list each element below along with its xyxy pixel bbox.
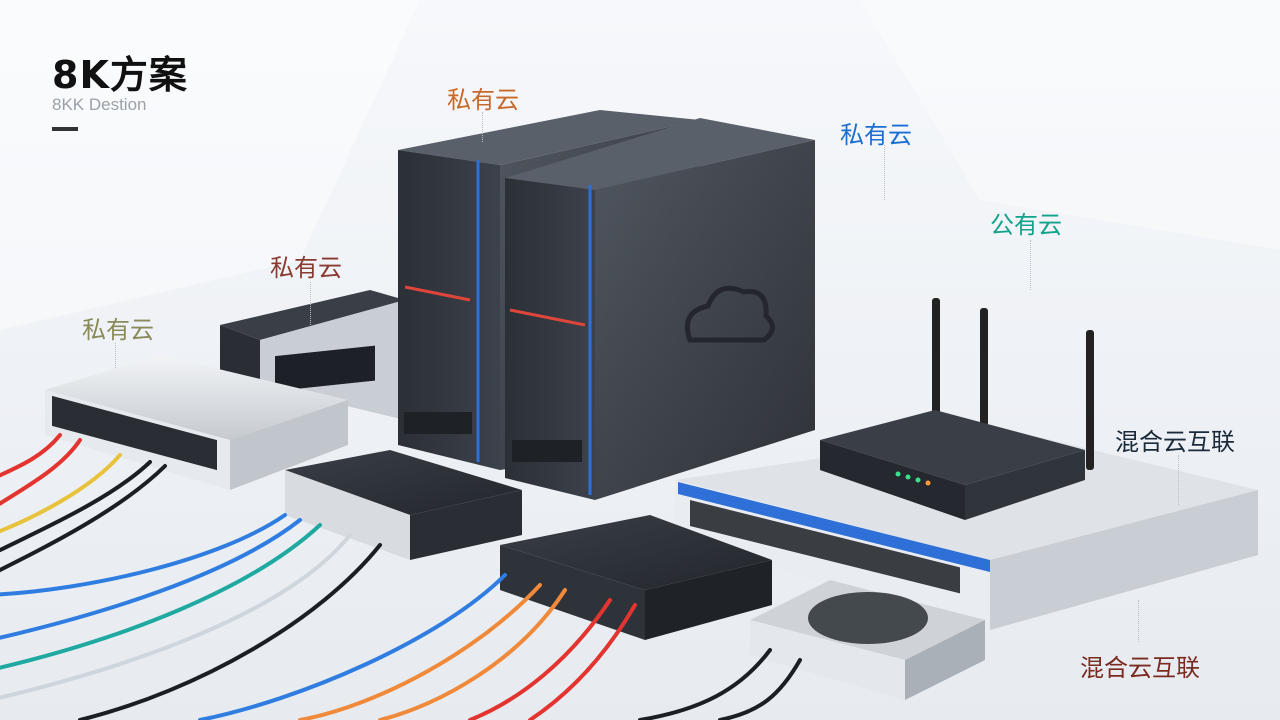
leader-line [310,282,312,327]
leader-line [884,145,886,200]
leader-line [1030,240,1032,290]
label-private-cloud-top: 私有云 [447,86,519,114]
fan-unit [750,580,985,700]
switch-dark-front [500,515,772,640]
network-cables [0,433,802,720]
label-hybrid-interconnect-top: 混合云互联 [1115,428,1235,456]
label-hybrid-interconnect-bottom: 混合云互联 [1080,654,1200,682]
page-title: 8K方案 [52,53,188,97]
server-tower-right [505,118,815,500]
title-underline [52,127,78,131]
wifi-router [820,298,1094,520]
cloud-icon [684,285,775,343]
label-private-cloud-right: 私有云 [840,121,912,149]
leader-line [115,343,117,368]
leader-line [1138,600,1140,642]
label-public-cloud: 公有云 [990,211,1062,239]
leader-line [1178,455,1180,505]
switch-dark-center [285,450,522,560]
switch-white-left [45,355,348,490]
label-private-cloud-left: 私有云 [82,316,154,344]
label-private-cloud-mid: 私有云 [270,254,342,282]
leader-line [482,112,484,142]
page-subtitle: 8KK Destion [52,95,147,114]
